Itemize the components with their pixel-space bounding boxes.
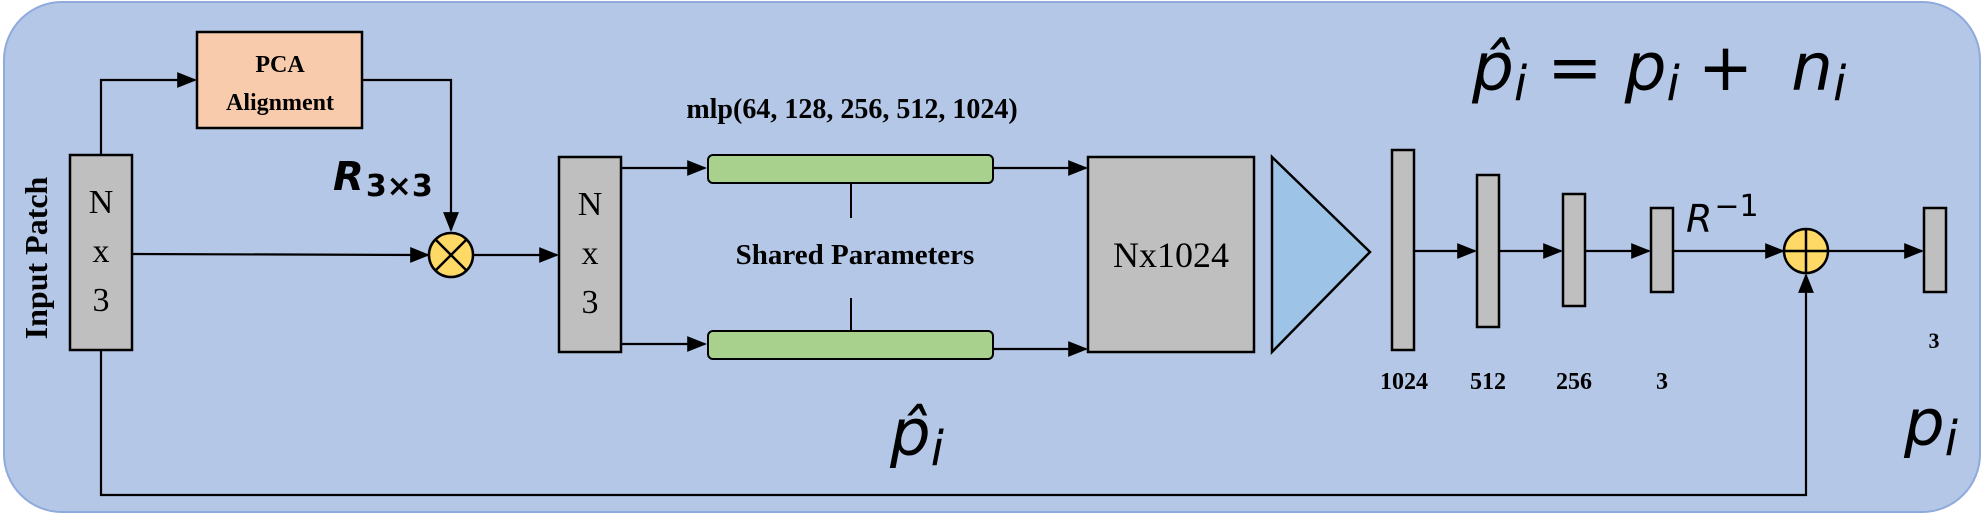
inverse-rotation-base: R — [1686, 197, 1712, 241]
input-matrix-row3: 3 — [93, 282, 110, 319]
pca-label-line1: PCA — [255, 52, 305, 78]
arrow-input-to-pca — [99, 72, 197, 155]
input-matrix-row1: N — [89, 184, 114, 221]
feature-box-label: Nx1024 — [1113, 235, 1229, 275]
pca-label-line2: Alignment — [226, 90, 334, 116]
shared-parameters-label: Shared Parameters — [736, 239, 975, 271]
equation: p̂i=pi+ni — [1471, 29, 1847, 112]
feature-box — [1086, 155, 1256, 354]
aligned-matrix: N x 3 — [557, 155, 623, 354]
aligned-matrix-row1: N — [578, 186, 603, 223]
equation-term1-sub: i — [1666, 56, 1680, 112]
rotation-label: R3×3 — [333, 154, 433, 204]
input-patch-label: Input Patch — [18, 176, 54, 339]
mlp-bar-top — [707, 154, 994, 184]
aligned-matrix-row2: x — [582, 235, 599, 272]
equation-equals: = — [1547, 29, 1602, 106]
pca-alignment-box: PCA Alignment — [195, 30, 364, 130]
multiply-operator — [427, 231, 475, 279]
fc-size-1024: 1024 — [1380, 369, 1428, 395]
output-symbol: p — [1903, 387, 1945, 461]
fc-size-256: 256 — [1556, 369, 1592, 395]
equation-lhs: p̂ — [1471, 29, 1514, 106]
equation-plus: + — [1698, 29, 1753, 106]
phat-below-subscript: i — [931, 421, 945, 477]
inverse-rotation-label: R−1 — [1686, 189, 1759, 241]
phat-below-label: p̂i — [889, 397, 945, 477]
fc-bar-3 — [1649, 206, 1675, 294]
background-panel — [3, 1, 1981, 513]
fc-bar-512 — [1475, 173, 1501, 329]
arrow-pca-to-multiply — [362, 78, 459, 232]
equation-term2: n — [1791, 29, 1833, 106]
output-size: 3 — [1929, 328, 1940, 353]
aligned-matrix-row3: 3 — [582, 284, 599, 321]
equation-term1: p — [1624, 29, 1667, 106]
input-matrix: N x 3 — [68, 153, 134, 352]
output-bar — [1922, 206, 1948, 294]
add-operator — [1782, 227, 1830, 275]
mlp-label: mlp(64, 128, 256, 512, 1024) — [686, 94, 1017, 125]
fc-bar-1024 — [1390, 148, 1416, 352]
fc-size-512: 512 — [1470, 369, 1506, 395]
mlp-bar-bottom — [707, 330, 994, 360]
inverse-rotation-exponent: −1 — [1714, 189, 1758, 224]
input-matrix-row2: x — [93, 233, 110, 270]
output-subscript: i — [1945, 411, 1959, 467]
fc-size-3: 3 — [1656, 369, 1668, 395]
fc-bar-256 — [1561, 192, 1587, 308]
max-pool-triangle — [1270, 154, 1372, 356]
skip-connection-arrow — [99, 273, 1814, 497]
arrow-input-to-multiply — [131, 247, 430, 263]
rotation-subscript: 3×3 — [366, 169, 433, 204]
output-symbol-label: pi — [1903, 387, 1959, 467]
equation-lhs-sub: i — [1514, 56, 1528, 112]
rotation-symbol: R — [333, 154, 364, 200]
phat-below-symbol: p̂ — [889, 397, 931, 471]
equation-term2-sub: i — [1833, 56, 1847, 112]
